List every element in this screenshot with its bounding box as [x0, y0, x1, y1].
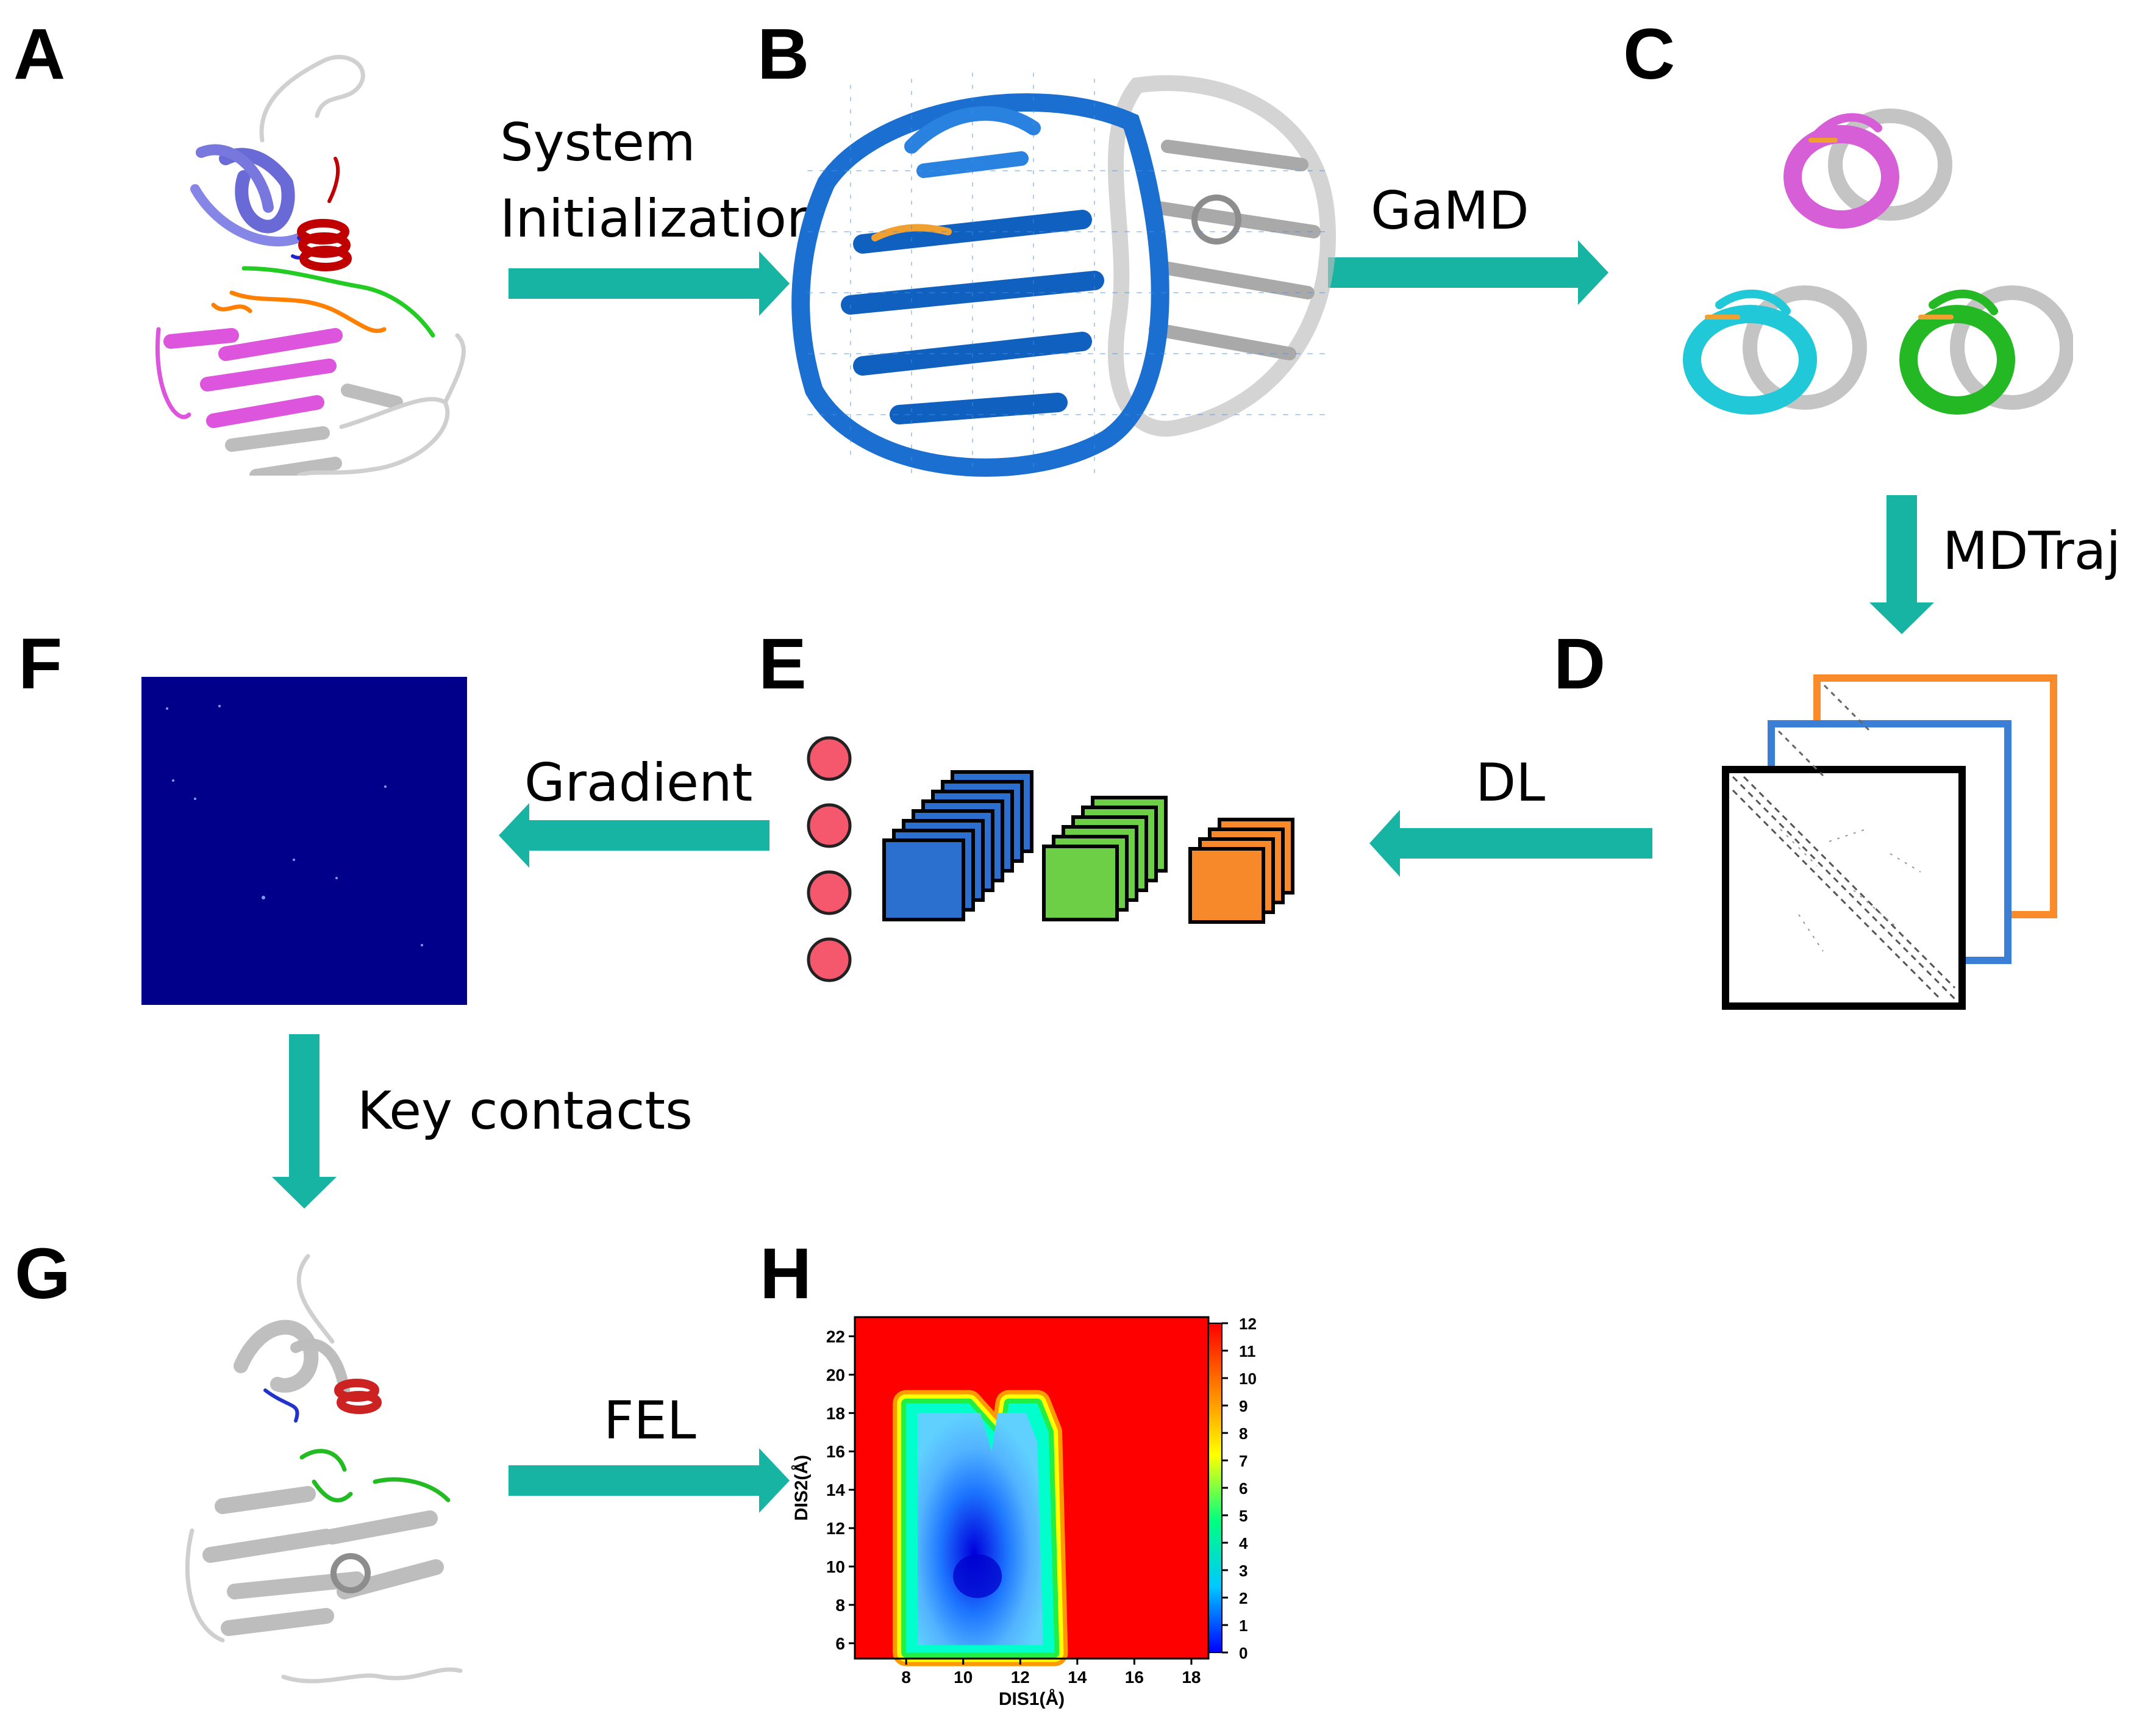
colorbar-tick-label: 11: [1239, 1342, 1256, 1360]
arrow-right-icon: [1328, 240, 1608, 305]
arrow-down-icon: [1869, 495, 1934, 634]
colorbar-tick-label: 1: [1239, 1617, 1248, 1635]
colorbar-tick-label: 5: [1239, 1507, 1248, 1525]
colorbar: [1208, 1323, 1223, 1653]
arrow-right-icon: [509, 251, 790, 316]
contact-map-stack: [1722, 674, 2057, 1010]
panel-label-e: E: [759, 624, 807, 704]
conv-layer-green: [1042, 796, 1168, 921]
colorbar-tick-label: 8: [1239, 1424, 1248, 1443]
gamd-conformations: [1683, 109, 2073, 415]
arrow-left-icon: [1369, 810, 1652, 877]
feature-map: [882, 838, 965, 921]
arrow-right-icon: [509, 1448, 790, 1513]
panel-label-a: A: [13, 14, 66, 95]
x-tick-label: 12: [1011, 1668, 1030, 1687]
step-label-line-2: Initialization: [500, 188, 820, 249]
panel-label-d: D: [1554, 624, 1606, 704]
feature-map: [1042, 845, 1119, 921]
x-tick-label: 18: [1182, 1668, 1201, 1687]
colorbar-tick-label: 3: [1239, 1562, 1248, 1580]
y-tick-label: 8: [835, 1596, 845, 1615]
y-axis-label: DIS2(Å): [791, 1455, 812, 1521]
y-tick-label: 10: [826, 1557, 845, 1576]
panel-label-c: C: [1623, 14, 1676, 95]
colorbar-tick-label: 6: [1239, 1479, 1248, 1498]
y-tick-label: 12: [826, 1519, 845, 1538]
y-tick-label: 20: [826, 1365, 845, 1384]
panel-label-f: F: [18, 624, 63, 704]
protein-key-contacts: [185, 1254, 463, 1684]
step-label-key-contacts: Key contacts: [357, 1081, 693, 1141]
saliency-points: [166, 705, 423, 946]
neural-network: [805, 732, 1317, 988]
colorbar-tick-label: 7: [1239, 1452, 1248, 1470]
solvated-protein-system: [791, 73, 1336, 477]
y-tick-label: 14: [826, 1481, 846, 1499]
input-node: [807, 736, 852, 781]
panel-label-b: B: [757, 14, 810, 95]
colorbar-tick-label: 10: [1239, 1370, 1257, 1388]
y-tick-label: 22: [826, 1327, 845, 1346]
conformation-green: [1899, 285, 2073, 415]
colorbar-tick-label: 2: [1239, 1589, 1248, 1607]
arrow-down-icon: [272, 1034, 337, 1209]
x-tick-label: 8: [901, 1668, 911, 1687]
step-label-fel: FEL: [604, 1390, 696, 1451]
feature-map: [1188, 847, 1265, 924]
input-node: [807, 937, 852, 982]
input-node: [807, 803, 852, 848]
step-label-dl: DL: [1476, 752, 1546, 813]
y-tick-label: 16: [826, 1442, 845, 1461]
x-tick-label: 14: [1068, 1668, 1087, 1687]
input-nodes: [807, 736, 852, 982]
input-node: [807, 870, 852, 915]
colorbar-tick-label: 0: [1239, 1644, 1248, 1662]
panel-label-g: G: [15, 1234, 71, 1314]
conv-layer-orange: [1188, 818, 1294, 924]
protein-structure-colored: [155, 55, 466, 476]
fel-global-minimum: [953, 1554, 1002, 1598]
y-tick-label: 18: [826, 1404, 845, 1423]
arrow-left-icon: [499, 803, 769, 868]
x-axis-label: DIS1(Å): [999, 1689, 1065, 1709]
x-tick-label: 16: [1125, 1668, 1144, 1687]
colorbar-tick-label: 4: [1239, 1534, 1248, 1552]
y-tick-label: 6: [835, 1634, 845, 1653]
x-tick-label: 10: [954, 1668, 973, 1687]
conv-layer-blue: [882, 770, 1033, 921]
colorbar-tick-label: 9: [1239, 1397, 1248, 1415]
neural-network-diagram: [807, 736, 1294, 982]
colorbar-tick-label: 12: [1239, 1315, 1257, 1333]
step-label-mdtraj: MDTraj: [1943, 521, 2121, 582]
step-label-gamd: GaMD: [1371, 180, 1529, 241]
gradient-saliency-map: [141, 677, 467, 1005]
panel-label-h: H: [760, 1234, 812, 1314]
conformation-cyan: [1683, 285, 1867, 415]
step-label-gradient: Gradient: [524, 752, 753, 813]
step-label-system-initialization: System Initialization: [500, 105, 819, 257]
fel-plot-area: [854, 1316, 1210, 1667]
conformation-magenta: [1783, 109, 1952, 229]
fel-basin: [917, 1413, 1043, 1645]
step-label-line-1: System: [500, 112, 696, 173]
